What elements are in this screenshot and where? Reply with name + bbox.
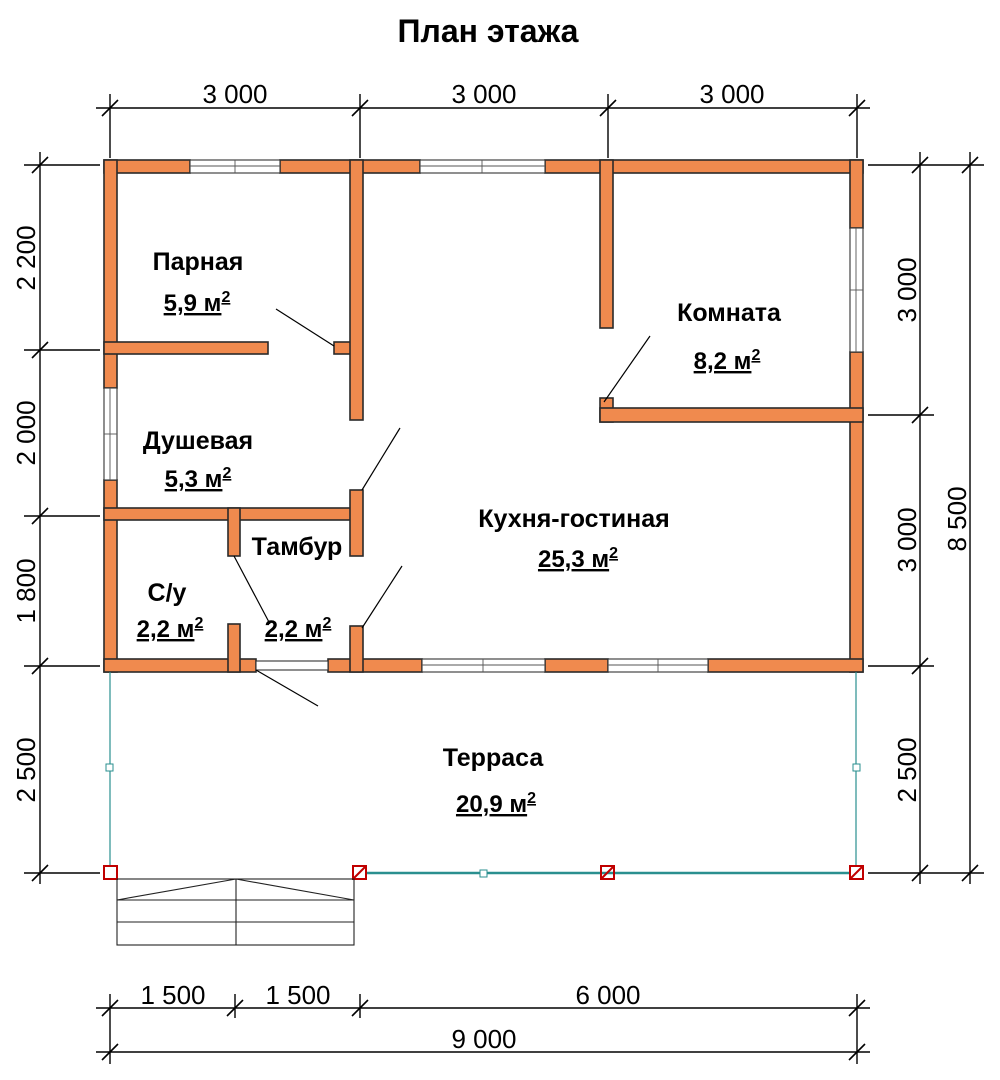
dim-bottom-1: 1 500 <box>140 980 205 1010</box>
room-label-komnata: Комната 8,2 м2 <box>677 299 782 375</box>
room-label-su: С/у 2,2 м2 <box>137 579 204 643</box>
right-dimension-lines: 3 000 3 000 2 500 8 500 <box>868 152 984 884</box>
dim-top-2: 3 000 <box>451 79 516 109</box>
room-name-parnaya: Парная <box>153 248 244 276</box>
bottom-dimension-lines: 1 500 1 500 6 000 9 000 <box>96 980 870 1064</box>
room-name-komnata: Комната <box>677 299 782 327</box>
dim-right-1: 3 000 <box>892 257 922 322</box>
room-label-dushevaya: Душевая 5,3 м2 <box>143 427 253 493</box>
room-area-su: 2,2 м2 <box>137 615 204 643</box>
room-name-kukhnya: Кухня-гостиная <box>478 505 670 533</box>
dim-right-2: 3 000 <box>892 507 922 572</box>
windows <box>103 159 864 673</box>
room-area-dushevaya: 5,3 м2 <box>165 465 232 493</box>
dim-bottom-total: 9 000 <box>451 1024 516 1054</box>
dim-left-1: 2 200 <box>11 225 41 290</box>
room-label-terrasa: Терраса 20,9 м2 <box>443 744 545 818</box>
door-swings <box>233 308 651 707</box>
dim-left-3: 1 800 <box>11 558 41 623</box>
terrace-railing <box>103 672 864 880</box>
left-dimension-line: 2 200 2 000 1 800 2 500 <box>11 152 100 884</box>
room-label-kukhnya: Кухня-гостиная 25,3 м2 <box>478 505 670 573</box>
walls <box>103 159 864 673</box>
dim-bottom-2: 1 500 <box>265 980 330 1010</box>
room-area-terrasa: 20,9 м2 <box>456 790 536 818</box>
dim-right-3: 2 500 <box>892 737 922 802</box>
top-dimension-line: 3 000 3 000 3 000 <box>96 79 870 158</box>
dim-top-3: 3 000 <box>699 79 764 109</box>
dim-left-2: 2 000 <box>11 400 41 465</box>
dim-top-1: 3 000 <box>202 79 267 109</box>
room-area-tambur: 2,2 м2 <box>265 615 332 643</box>
dim-left-4: 2 500 <box>11 737 41 802</box>
room-name-su: С/у <box>148 579 187 607</box>
room-name-dushevaya: Душевая <box>143 427 253 455</box>
dim-bottom-3: 6 000 <box>575 980 640 1010</box>
room-area-komnata: 8,2 м2 <box>694 347 761 375</box>
steps <box>116 878 355 946</box>
room-name-tambur: Тамбур <box>252 533 343 561</box>
room-area-kukhnya: 25,3 м2 <box>538 545 618 573</box>
room-area-parnaya: 5,9 м2 <box>164 289 231 317</box>
plan-title: План этажа <box>398 13 579 49</box>
room-name-terrasa: Терраса <box>443 744 545 772</box>
dim-right-total: 8 500 <box>942 486 972 551</box>
room-label-parnaya: Парная 5,9 м2 <box>153 248 244 317</box>
room-label-tambur: Тамбур 2,2 м2 <box>252 533 343 643</box>
